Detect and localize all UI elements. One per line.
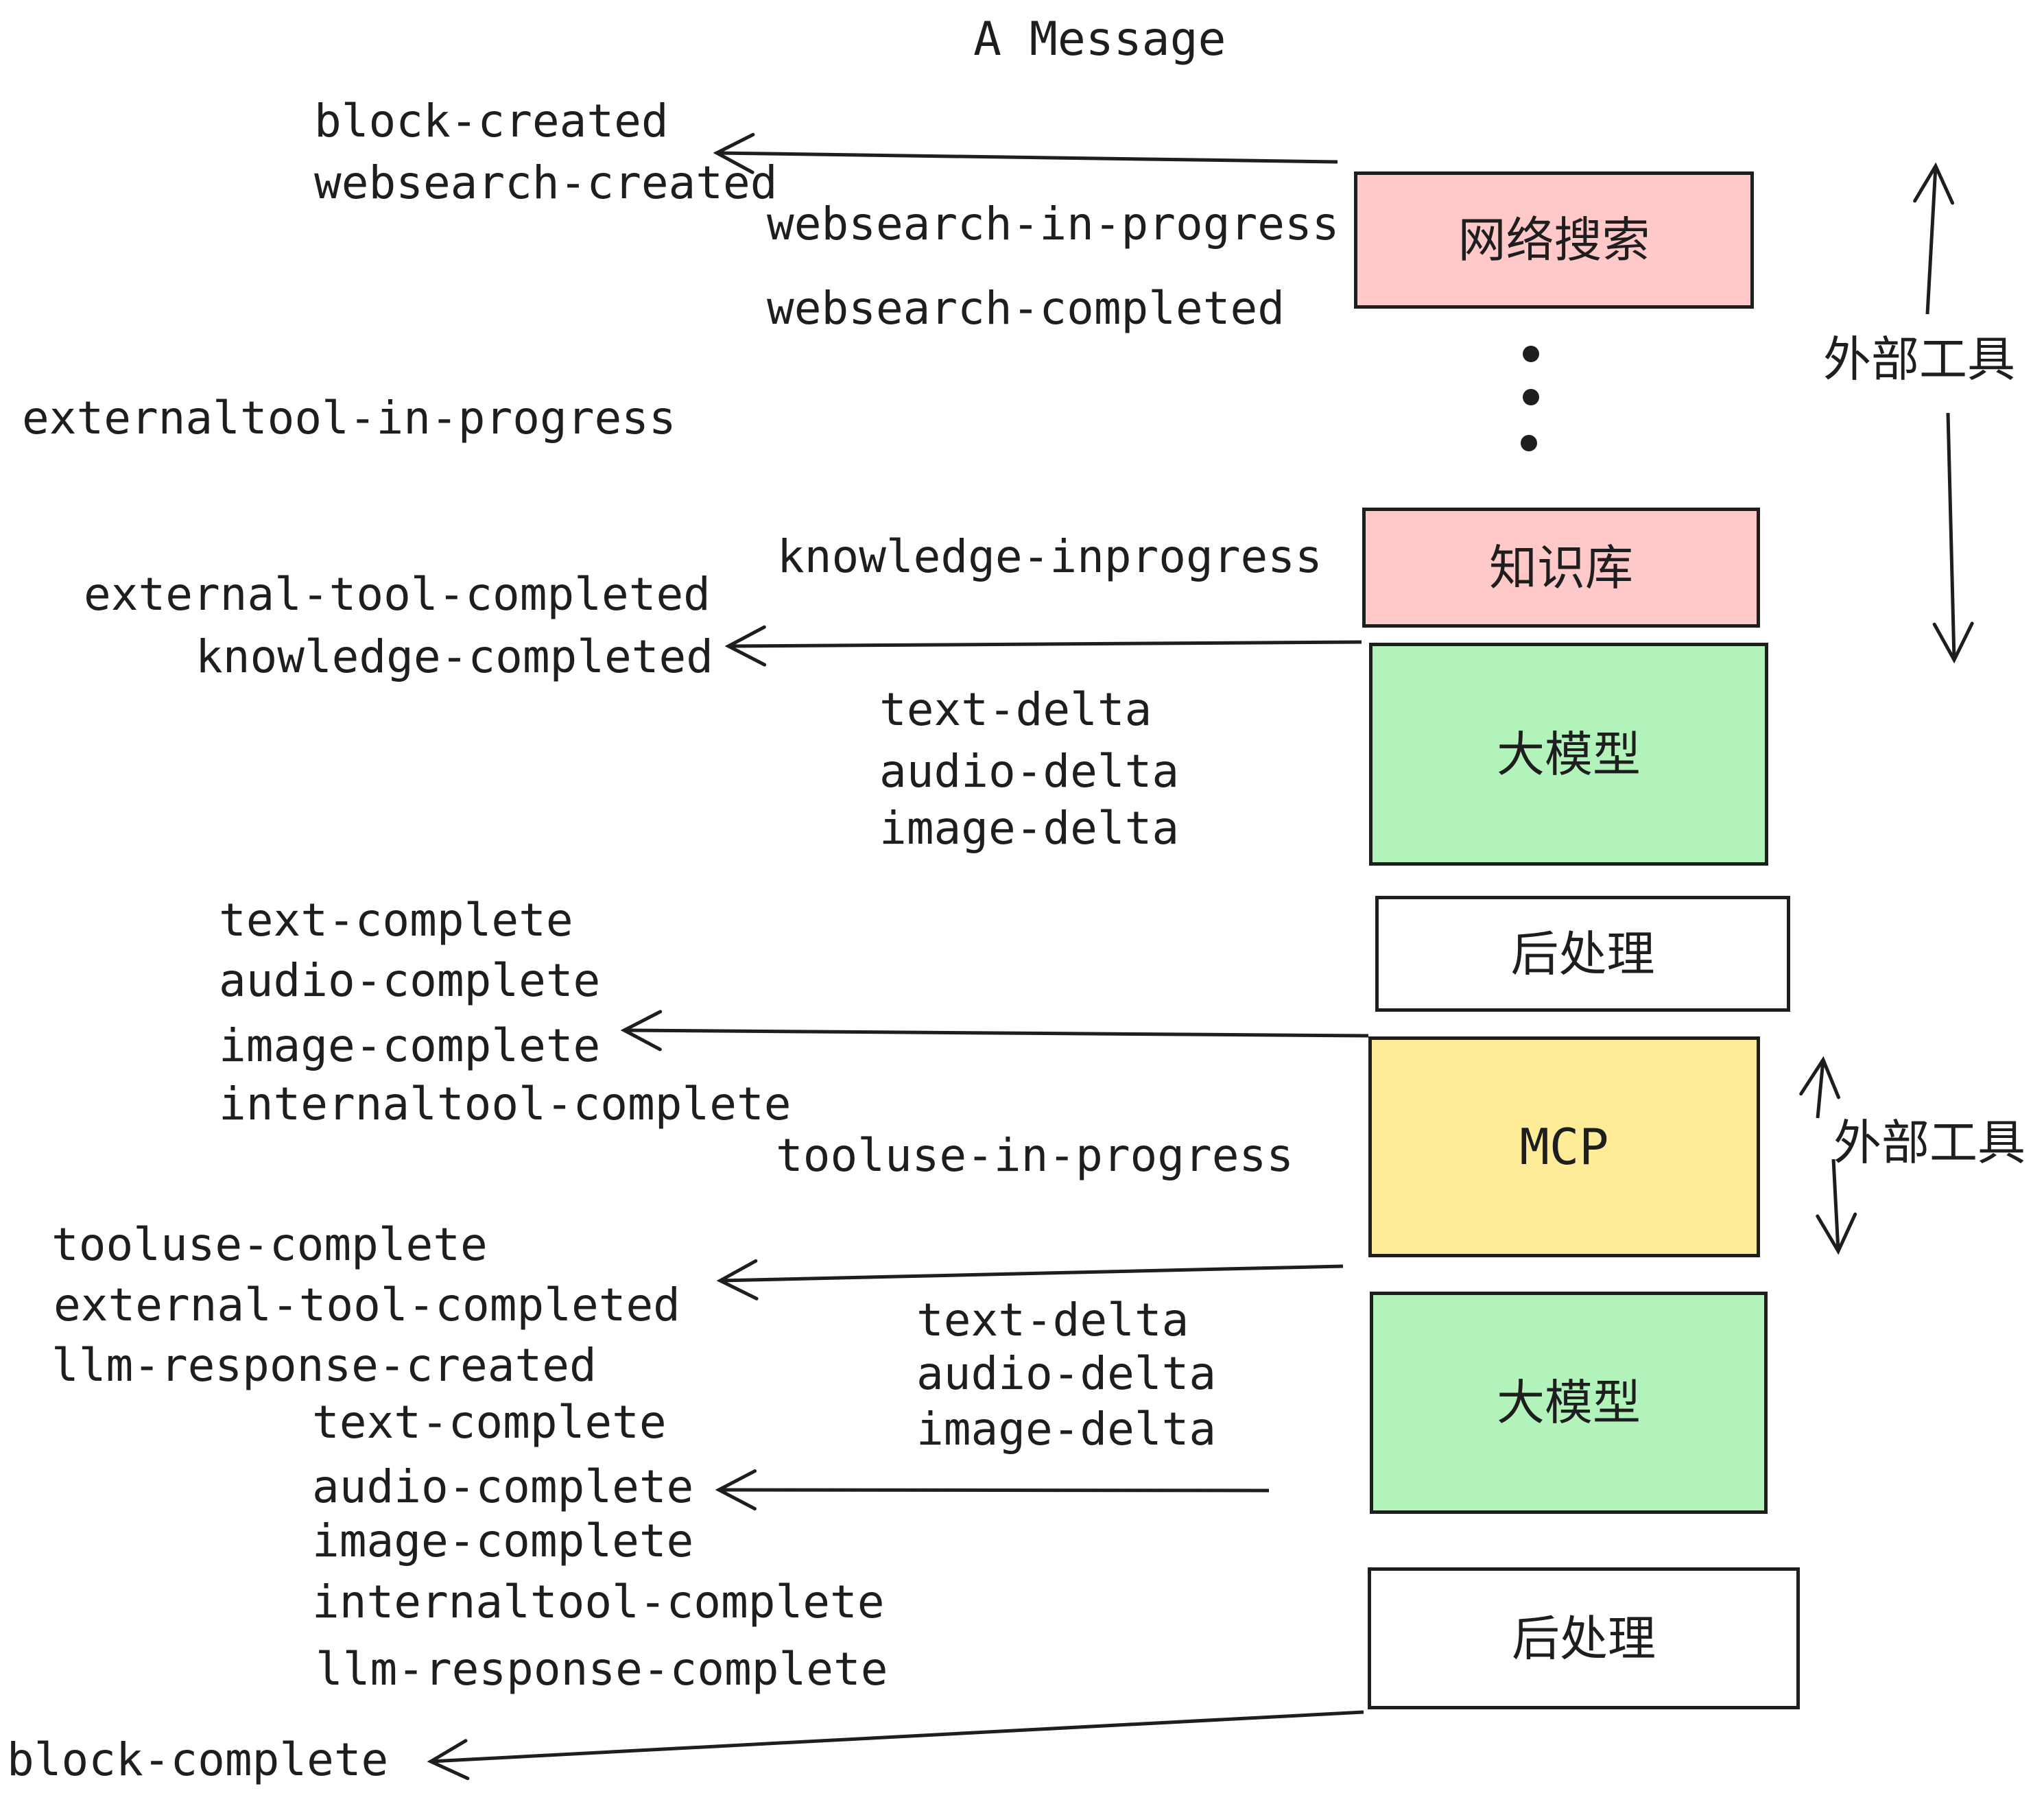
box-llm-2: 大模型 bbox=[1370, 1292, 1768, 1514]
event-websearch-in-progress: websearch-in-progress bbox=[767, 198, 1340, 250]
event-tooluse-in-progress: tooluse-in-progress bbox=[776, 1129, 1294, 1182]
box-postprocess-1-label: 后处理 bbox=[1510, 925, 1655, 982]
arrow-knowledge-completed bbox=[724, 625, 1362, 667]
label-external-tools-1: 外部工具 bbox=[1823, 331, 2015, 388]
arrow-tooluse-complete bbox=[716, 1259, 1344, 1301]
event-block-complete: block-complete bbox=[7, 1733, 389, 1786]
box-websearch-label: 网络搜索 bbox=[1458, 212, 1650, 268]
event-knowledge-completed: knowledge-completed bbox=[195, 630, 713, 683]
box-knowledge-label: 知识库 bbox=[1489, 539, 1633, 596]
event-knowledge-inprogress: knowledge-inprogress bbox=[777, 530, 1322, 583]
event-external-tool-completed-2: external-tool-completed bbox=[54, 1279, 680, 1331]
arrow-audio-complete bbox=[715, 1469, 1270, 1511]
event-audio-complete-1: audio-complete bbox=[219, 954, 601, 1007]
event-image-complete-1: image-complete bbox=[219, 1019, 601, 1072]
event-websearch-completed: websearch-completed bbox=[767, 282, 1285, 335]
box-llm-1: 大模型 bbox=[1369, 643, 1768, 866]
event-text-delta-1: text-delta bbox=[879, 683, 1152, 736]
event-image-delta-1: image-delta bbox=[879, 802, 1180, 855]
label-external-tools-2: 外部工具 bbox=[1833, 1115, 2025, 1171]
box-llm-2-label: 大模型 bbox=[1497, 1375, 1641, 1431]
box-postprocess-2: 后处理 bbox=[1368, 1567, 1800, 1709]
ellipsis-dots bbox=[1521, 346, 1539, 451]
event-image-complete-2: image-complete bbox=[312, 1515, 694, 1567]
box-mcp-label: MCP bbox=[1519, 1118, 1609, 1176]
arrow-external-up-1 bbox=[1913, 162, 1955, 315]
box-postprocess-2-label: 后处理 bbox=[1512, 1610, 1656, 1667]
diagram-title: A Message bbox=[973, 12, 1226, 67]
event-text-complete-2: text-complete bbox=[312, 1396, 667, 1449]
event-audio-complete-2: audio-complete bbox=[312, 1460, 694, 1513]
box-websearch: 网络搜索 bbox=[1354, 171, 1754, 309]
event-image-delta-2: image-delta bbox=[916, 1403, 1217, 1456]
event-tooluse-complete: tooluse-complete bbox=[51, 1218, 488, 1271]
event-llm-response-complete: llm-response-complete bbox=[316, 1643, 888, 1696]
event-audio-delta-2: audio-delta bbox=[916, 1347, 1217, 1400]
event-audio-delta-1: audio-delta bbox=[879, 745, 1180, 798]
event-block-created: block-created bbox=[314, 95, 669, 147]
arrow-image-complete bbox=[620, 1010, 1369, 1052]
event-internaltool-complete-2: internaltool-complete bbox=[312, 1576, 885, 1628]
box-postprocess-1: 后处理 bbox=[1375, 896, 1790, 1012]
event-llm-response-created: llm-response-created bbox=[51, 1339, 597, 1392]
event-external-tool-completed-1: external-tool-completed bbox=[84, 568, 711, 621]
arrow-external-down-2 bbox=[1816, 1159, 1857, 1255]
arrow-external-down-1 bbox=[1932, 412, 1974, 664]
box-llm-1-label: 大模型 bbox=[1497, 726, 1641, 783]
event-text-delta-2: text-delta bbox=[916, 1294, 1189, 1346]
event-externaltool-in-progress: externaltool-in-progress bbox=[22, 392, 676, 444]
arrow-block-complete bbox=[427, 1710, 1364, 1781]
box-knowledge: 知识库 bbox=[1362, 508, 1760, 628]
box-mcp: MCP bbox=[1368, 1036, 1760, 1257]
arrow-websearch-created bbox=[713, 132, 1338, 174]
arrow-external-up-2 bbox=[1799, 1056, 1840, 1119]
event-websearch-created: websearch-created bbox=[314, 156, 778, 209]
event-text-complete-1: text-complete bbox=[219, 894, 573, 947]
event-internaltool-complete-1: internaltool-complete bbox=[219, 1078, 792, 1130]
